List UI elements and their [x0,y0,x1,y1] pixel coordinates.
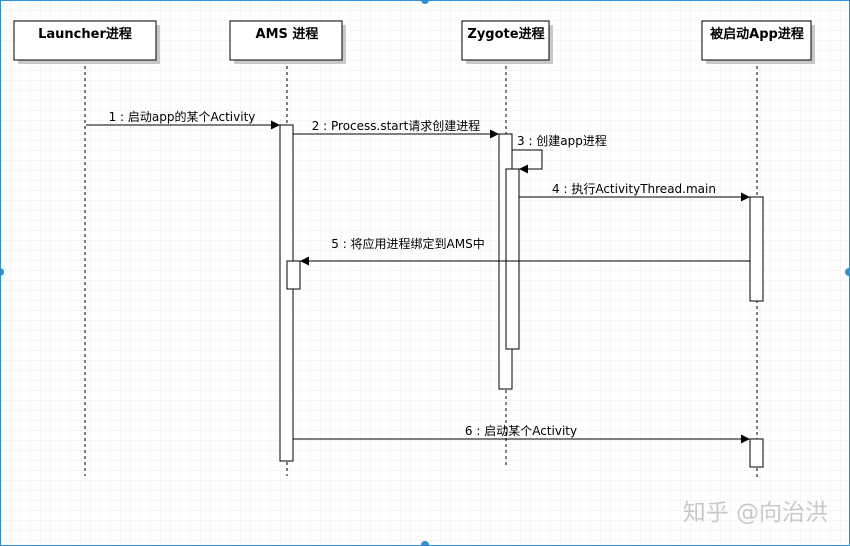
message-label: 3 : 创建app进程 [517,133,607,148]
participant-label: 被启动App进程 [709,26,804,42]
participant-zygote[interactable]: Zygote进程 [461,20,553,64]
activation-bar-app-second[interactable] [749,438,764,468]
participant-label: Launcher进程 [38,27,132,42]
message-2[interactable]: 2 : Process.start请求创建进程 [293,118,499,139]
message-6[interactable]: 6 : 启动某个Activity [293,424,750,444]
message-label: 5 : 将应用进程绑定到AMS中 [331,236,485,251]
participant-ams[interactable]: AMS 进程 [229,20,346,64]
activation-bar-zygote-nested[interactable] [505,168,520,350]
watermark: 知乎 @向治洪 [683,500,828,526]
resize-handle-bottom[interactable] [421,541,429,546]
participant-label: AMS 进程 [256,27,319,42]
participant-app[interactable]: 被启动App进程 [701,20,815,64]
resize-handle-top[interactable] [421,0,429,4]
message-4[interactable]: 4 : 执行ActivityThread.main [519,182,750,202]
participant-label: Zygote进程 [467,27,544,42]
participant-launcher[interactable]: Launcher进程 [13,20,160,64]
resize-handle-left[interactable] [0,268,4,276]
message-label: 6 : 启动某个Activity [465,424,577,438]
activation-bar-ams-nested[interactable] [286,260,301,290]
message-5[interactable]: 5 : 将应用进程绑定到AMS中 [300,236,750,266]
resize-handle-right[interactable] [845,268,850,276]
message-label: 4 : 执行ActivityThread.main [552,182,716,196]
activation-bar-ams[interactable] [279,124,294,462]
message-label: 1 : 启动app的某个Activity [109,109,256,124]
activation-bar-app[interactable] [749,196,764,302]
message-1[interactable]: 1 : 启动app的某个Activity [86,109,280,130]
message-3-self[interactable]: 3 : 创建app进程 [512,133,607,174]
message-label: 2 : Process.start请求创建进程 [312,118,481,133]
